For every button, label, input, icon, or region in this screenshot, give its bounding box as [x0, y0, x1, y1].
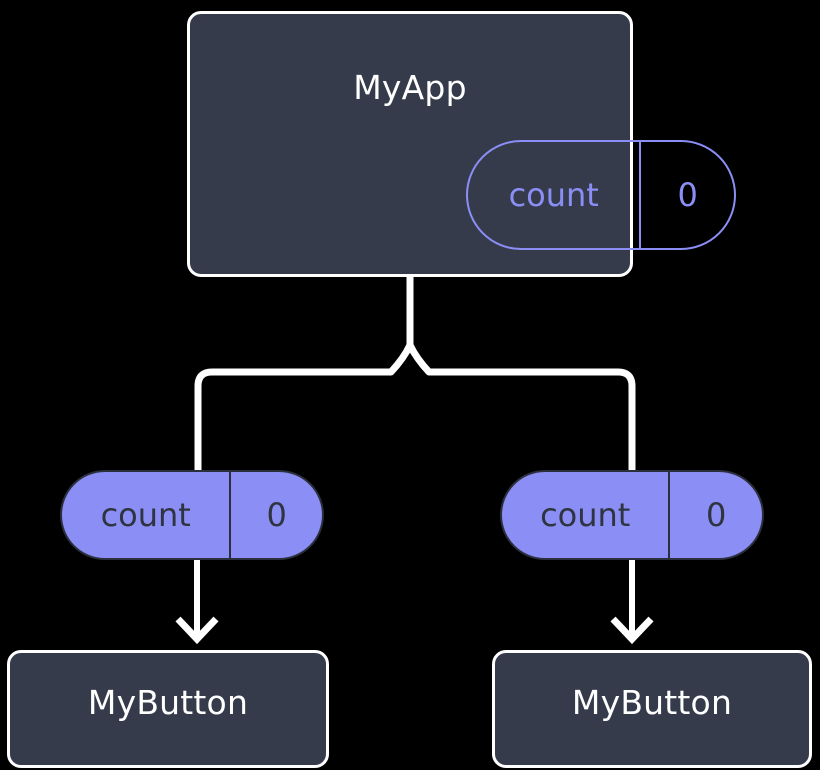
prop-pill-key: count	[502, 472, 671, 558]
component-node-mybutton-left[interactable]: MyButton	[7, 650, 329, 768]
component-title-myapp: MyApp	[353, 68, 467, 107]
prop-pill-count-right[interactable]: count 0	[500, 470, 764, 560]
prop-pill-key: count	[62, 472, 232, 558]
prop-pill-value: 0	[706, 496, 727, 534]
prop-pill-value: 0	[266, 496, 287, 534]
state-pill-key: count	[468, 142, 642, 248]
component-node-myapp[interactable]: MyApp count 0	[187, 11, 736, 277]
component-title-mybutton-left: MyButton	[87, 683, 249, 722]
component-node-mybutton-right[interactable]: MyButton	[492, 650, 812, 768]
state-pill-value: 0	[677, 176, 698, 214]
prop-pill-count-left[interactable]: count 0	[60, 470, 324, 560]
arrowhead-right-icon	[610, 616, 654, 645]
component-title-mybutton-right: MyButton	[571, 683, 733, 722]
state-pill-count-myapp[interactable]: count 0	[466, 140, 736, 250]
arrowhead-left-icon	[175, 616, 219, 645]
